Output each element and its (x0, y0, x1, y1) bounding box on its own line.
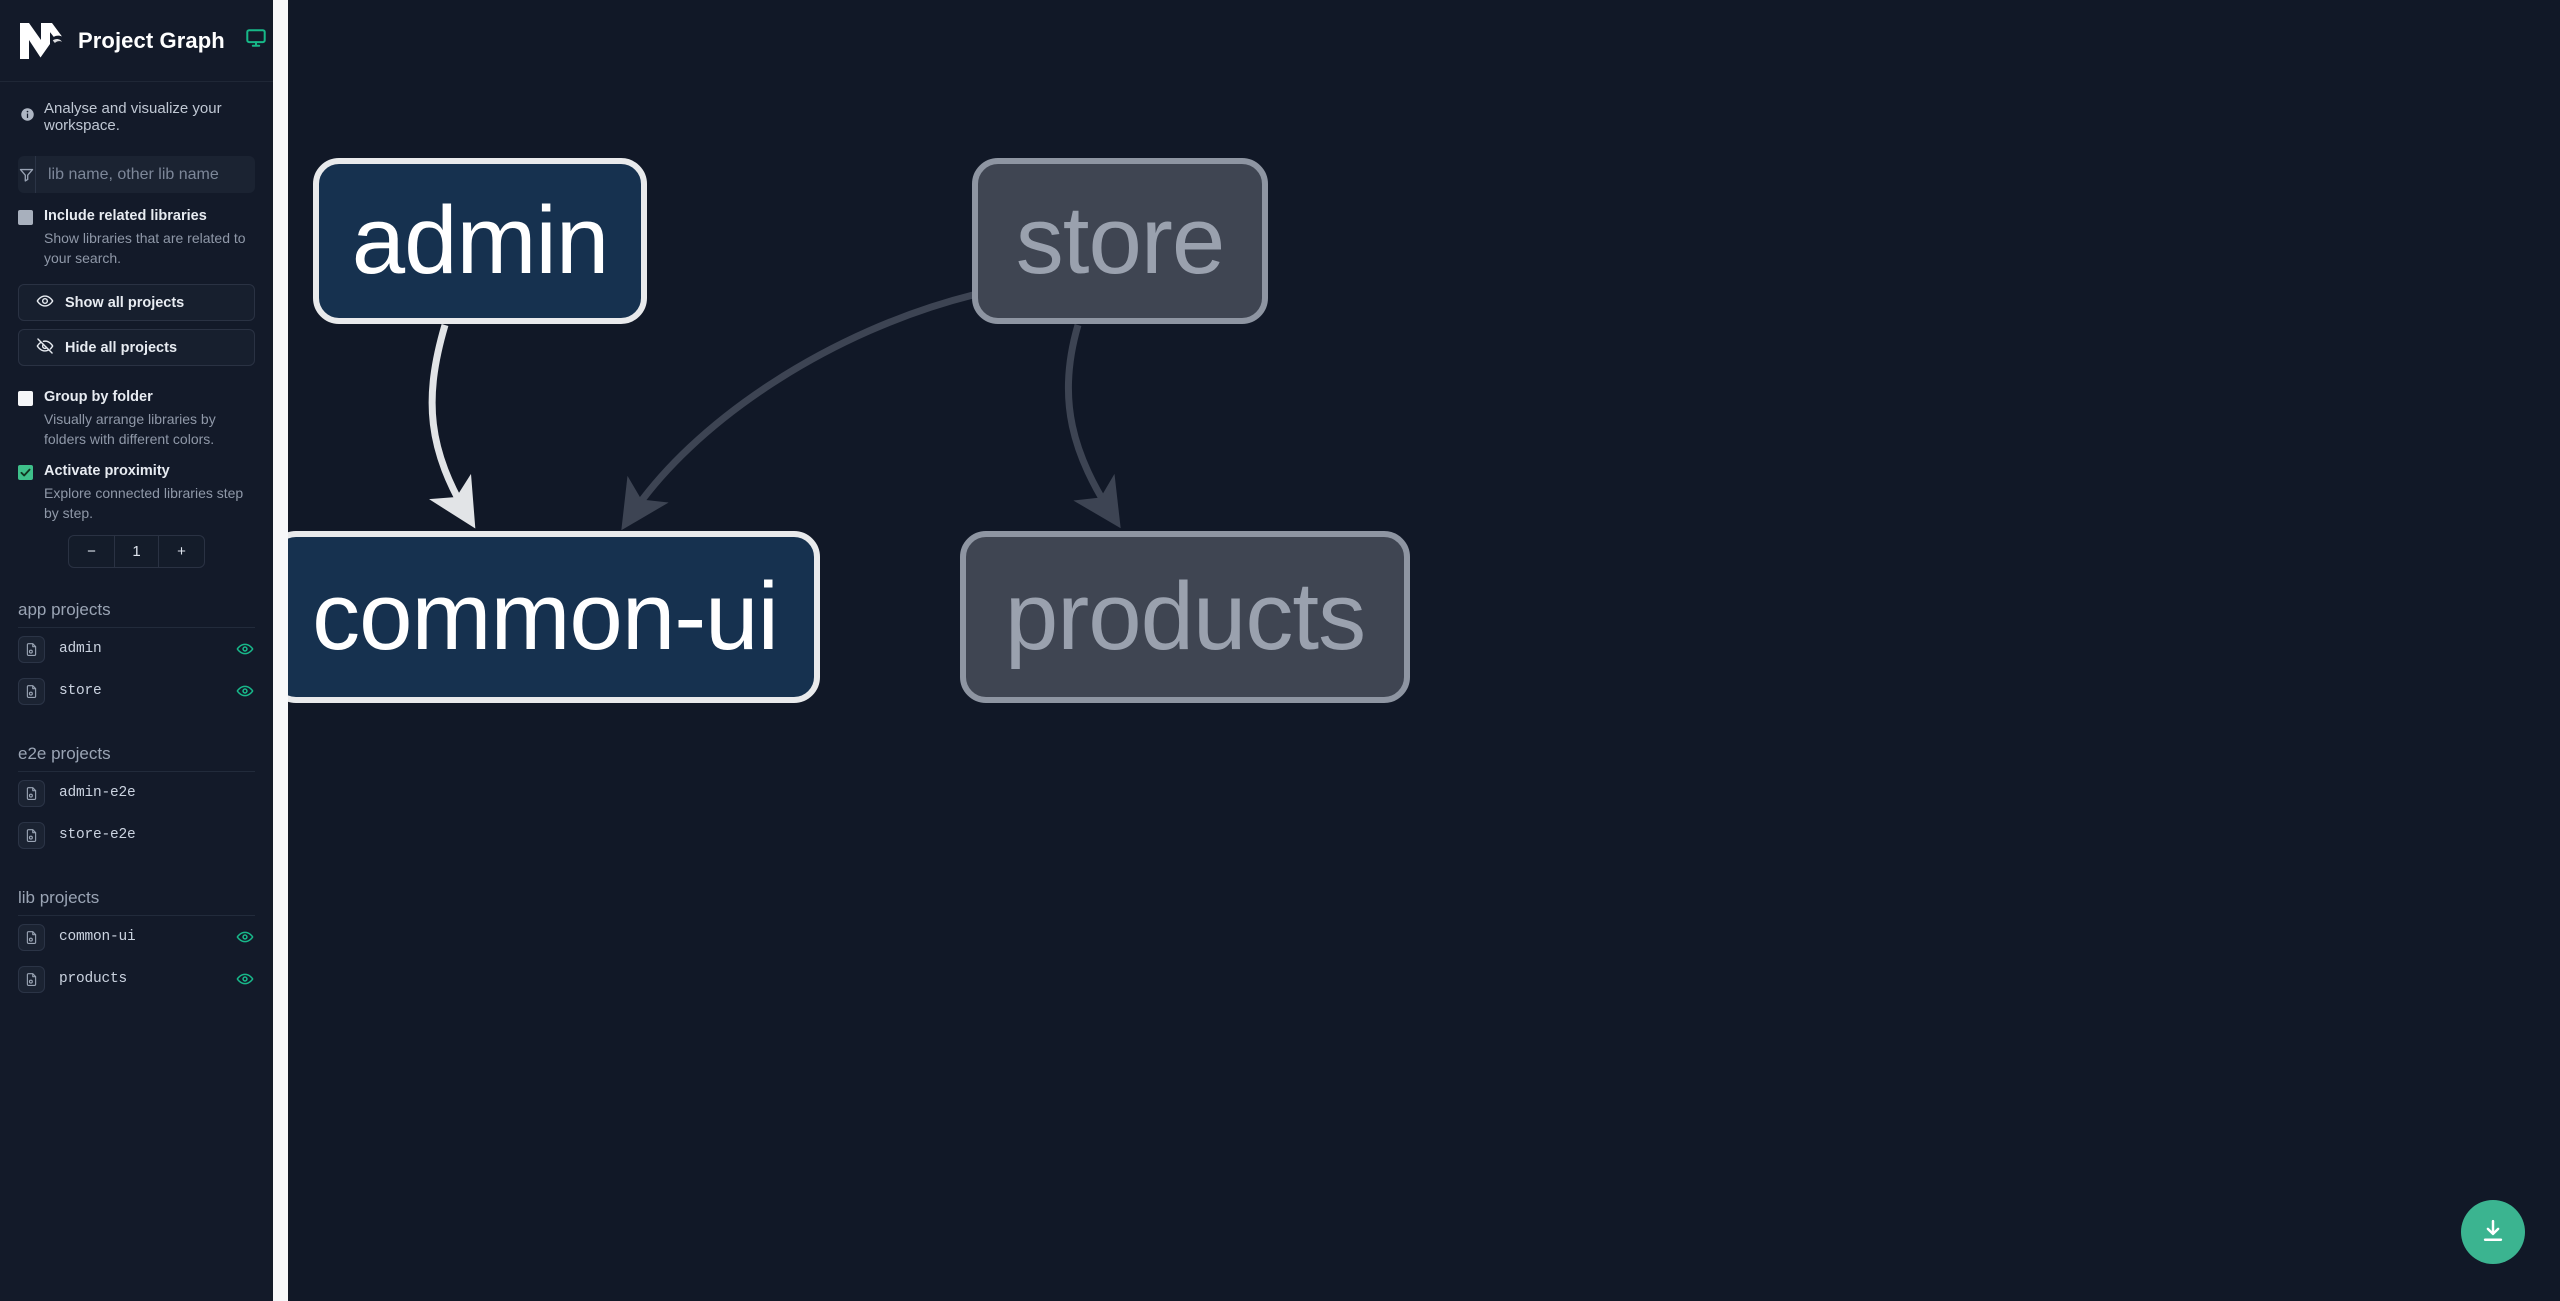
group-heading: lib projects (18, 856, 255, 917)
graph-node-products[interactable]: products (960, 531, 1410, 703)
graph-node-common-ui[interactable]: common-ui (273, 531, 820, 703)
monitor-icon[interactable] (239, 27, 267, 54)
graph-edges (428, 291, 1121, 531)
project-name: admin (59, 641, 102, 658)
project-file-icon (18, 923, 45, 951)
graph-canvas[interactable]: admin store common-ui products (273, 0, 2560, 1301)
download-graph-button[interactable] (2461, 1200, 2525, 1264)
proximity-stepper-wrap: − 1 + (0, 523, 273, 569)
download-icon (2479, 1217, 2507, 1248)
project-name: admin-e2e (59, 785, 136, 802)
project-name: store (59, 683, 102, 700)
graph-node-label: store (1015, 187, 1225, 294)
project-row-store[interactable]: store (18, 670, 255, 712)
project-file-icon (18, 779, 45, 807)
hide-all-projects-label: Hide all projects (65, 339, 178, 356)
proximity-value: 1 (114, 536, 159, 568)
graph-node-admin[interactable]: admin (313, 158, 647, 324)
edge-store-to-products (1064, 324, 1121, 529)
project-row-products[interactable]: products (18, 958, 255, 1000)
graph-node-label: common-ui (312, 563, 779, 670)
option-description: Show libraries that are related to your … (44, 229, 246, 266)
proximity-decrement-button[interactable]: − (69, 536, 114, 567)
project-name: products (59, 971, 128, 988)
group-heading: app projects (18, 568, 255, 629)
search-filter-wrap (0, 134, 273, 193)
project-file-icon (18, 965, 45, 993)
eye-icon (36, 292, 54, 314)
option-title: Group by folder (44, 389, 153, 406)
project-visibility-eye-icon[interactable] (235, 681, 255, 701)
activate-proximity-checkbox[interactable] (18, 465, 33, 481)
option-group-by-folder[interactable]: Group by folder Visually arrange librari… (0, 366, 273, 449)
option-title: Activate proximity (44, 463, 170, 480)
tagline-text: Analyse and visualize your workspace. (44, 100, 222, 134)
include-related-libraries-checkbox[interactable] (18, 210, 33, 225)
show-all-projects-button[interactable]: Show all projects (18, 284, 255, 322)
proximity-stepper: − 1 + (68, 535, 205, 569)
project-row-admin-e2e[interactable]: admin-e2e (18, 772, 255, 814)
sidebar-scroll-area[interactable]: Project Graph Analyse and visual (0, 0, 273, 1301)
search-filter-box[interactable] (18, 156, 255, 193)
project-name: store-e2e (59, 827, 136, 844)
project-group-app-projects: app projects admin (0, 568, 273, 712)
project-visibility-eye-icon[interactable] (235, 969, 255, 989)
project-group-e2e-projects: e2e projects admin-e2e (0, 712, 273, 856)
sidebar-resize-handle[interactable] (273, 0, 288, 1301)
hide-all-projects-button[interactable]: Hide all projects (18, 329, 255, 367)
proximity-increment-button[interactable]: + (159, 536, 204, 567)
edge-store-to-common-ui (621, 291, 974, 531)
option-description: Explore connected libraries step by step… (44, 484, 244, 522)
group-heading: e2e projects (18, 712, 255, 773)
graph-node-label: admin (351, 187, 609, 294)
project-file-icon (18, 635, 45, 663)
edge-admin-to-common-ui (428, 324, 476, 529)
project-row-admin[interactable]: admin (18, 628, 255, 670)
option-title: Include related libraries (44, 208, 207, 224)
filter-funnel-icon (18, 156, 36, 193)
app-title: Project Graph (78, 27, 225, 53)
project-group-lib-projects: lib projects common-ui (0, 856, 273, 1000)
graph-node-store[interactable]: store (972, 158, 1268, 324)
option-include-related-libraries[interactable]: Include related libraries Show libraries… (0, 193, 273, 268)
show-all-projects-label: Show all projects (65, 294, 185, 311)
visibility-buttons: Show all projects Hide all projects (0, 268, 273, 367)
nx-logo-icon (18, 20, 64, 62)
group-by-folder-checkbox[interactable] (18, 391, 33, 407)
project-row-common-ui[interactable]: common-ui (18, 916, 255, 958)
project-name: common-ui (59, 929, 136, 946)
option-description: Visually arrange libraries by folders wi… (44, 410, 216, 448)
sidebar: Project Graph Analyse and visual (0, 0, 273, 1301)
project-row-store-e2e[interactable]: store-e2e (18, 814, 255, 856)
project-visibility-eye-icon[interactable] (235, 639, 255, 659)
graph-node-label: products (1004, 563, 1366, 670)
tagline-row: Analyse and visualize your workspace. (0, 82, 273, 134)
info-icon (20, 107, 35, 127)
project-visibility-eye-icon[interactable] (235, 927, 255, 947)
project-file-icon (18, 821, 45, 849)
project-file-icon (18, 677, 45, 705)
search-input[interactable] (36, 156, 255, 193)
option-activate-proximity[interactable]: Activate proximity Explore connected lib… (0, 449, 273, 523)
sidebar-header: Project Graph (0, 0, 273, 82)
eye-off-icon (36, 337, 54, 359)
